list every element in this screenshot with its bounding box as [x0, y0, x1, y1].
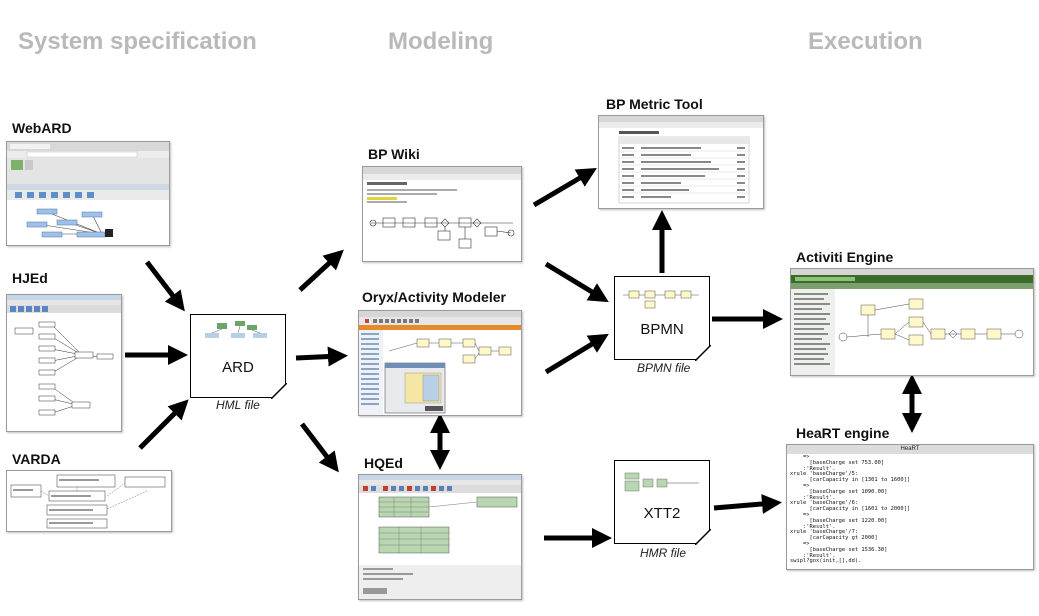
console-line: :'Result'.	[790, 552, 836, 559]
console-line: [carCapacity gt 2000]	[790, 535, 878, 542]
arrow-varda-to-ard	[138, 399, 189, 450]
hqed-screenshot	[358, 474, 522, 600]
bp-metric-screenshot	[598, 115, 764, 209]
tool-label-varda: VARDA	[12, 451, 61, 467]
arrow-oryx-to-bpmn	[544, 333, 609, 375]
ard-document-caption: HML file	[216, 398, 260, 412]
console-line: =>	[790, 540, 810, 547]
webard-screenshot	[6, 141, 170, 246]
column-header-system-specification: System specification	[18, 28, 257, 55]
bpmn-document: BPMN	[614, 276, 711, 361]
xtt2-document-title: XTT2	[643, 505, 681, 522]
xtt2-document-caption: HMR file	[640, 546, 687, 560]
heart-console-screenshot: HeaRT => [baseCharge set 753.00] :'Resul…	[786, 444, 1034, 570]
console-line: =>	[790, 454, 810, 460]
activiti-screenshot	[790, 268, 1034, 376]
page-curl-icon	[695, 529, 711, 545]
console-line: xrule 'baseCharge'/7:	[790, 529, 859, 536]
bpmn-document-caption: BPMN file	[637, 361, 691, 375]
console-line: =>	[790, 482, 810, 489]
column-header-modeling: Modeling	[388, 28, 494, 55]
console-line: =>	[790, 511, 810, 518]
tool-label-hjed: HJEd	[12, 270, 48, 286]
arrow-webard-to-ard	[145, 260, 185, 312]
tool-label-bp-wiki: BP Wiki	[368, 146, 420, 162]
console-line: [carCapacity in [1601 to 2000]]	[790, 506, 911, 513]
console-line: [carCapacity in [1301 to 1600]]	[790, 477, 911, 484]
console-line: :'Result'.	[790, 465, 836, 472]
console-line: :'Result'.	[790, 523, 836, 530]
arrow-ard-to-hqed	[300, 422, 339, 473]
xtt2-document: XTT2	[614, 460, 711, 545]
arrow-bpwiki-to-bpmn	[544, 261, 609, 303]
arrow-bpwiki-to-metric	[532, 167, 597, 208]
console-line: [baseCharge set 753.00]	[790, 459, 885, 466]
column-header-execution: Execution	[808, 28, 923, 55]
ard-document-title: ARD	[222, 359, 254, 376]
page-curl-icon	[271, 383, 287, 399]
oryx-modeler-screenshot	[358, 310, 522, 416]
tool-label-heart: HeaRT engine	[796, 425, 890, 441]
arrow-ard-to-oryx	[295, 346, 348, 367]
console-line: [baseCharge set 1536.30]	[790, 546, 888, 553]
tool-label-activiti: Activiti Engine	[796, 249, 894, 265]
console-line: [baseCharge set 1090.00]	[790, 488, 888, 495]
heart-console-output: => [baseCharge set 753.00] :'Result'.xru…	[787, 454, 1033, 566]
arrow-ard-to-bpwiki	[298, 249, 344, 292]
console-line: [baseCharge set 1220.00]	[790, 517, 888, 524]
console-line: swipl?gox(init,[],dd).	[790, 558, 862, 565]
heart-console-title: HeaRT	[787, 445, 1033, 454]
bpmn-document-title: BPMN	[640, 321, 684, 338]
console-line: xrule 'baseCharge'/5:	[790, 471, 859, 478]
hjed-screenshot	[6, 294, 122, 432]
varda-screenshot	[6, 470, 172, 532]
bp-wiki-screenshot	[362, 166, 522, 262]
tool-label-oryx: Oryx/Activity Modeler	[362, 289, 506, 305]
tool-label-webard: WebARD	[12, 120, 72, 136]
console-line: xrule 'baseCharge'/6:	[790, 500, 859, 507]
page-curl-icon	[695, 345, 711, 361]
console-line: :'Result'.	[790, 494, 836, 501]
tool-label-hqed: HQEd	[364, 455, 403, 471]
ard-document: ARD	[190, 314, 287, 399]
tool-label-bp-metric: BP Metric Tool	[606, 96, 703, 112]
arrow-xtt2-to-heart	[713, 494, 782, 514]
